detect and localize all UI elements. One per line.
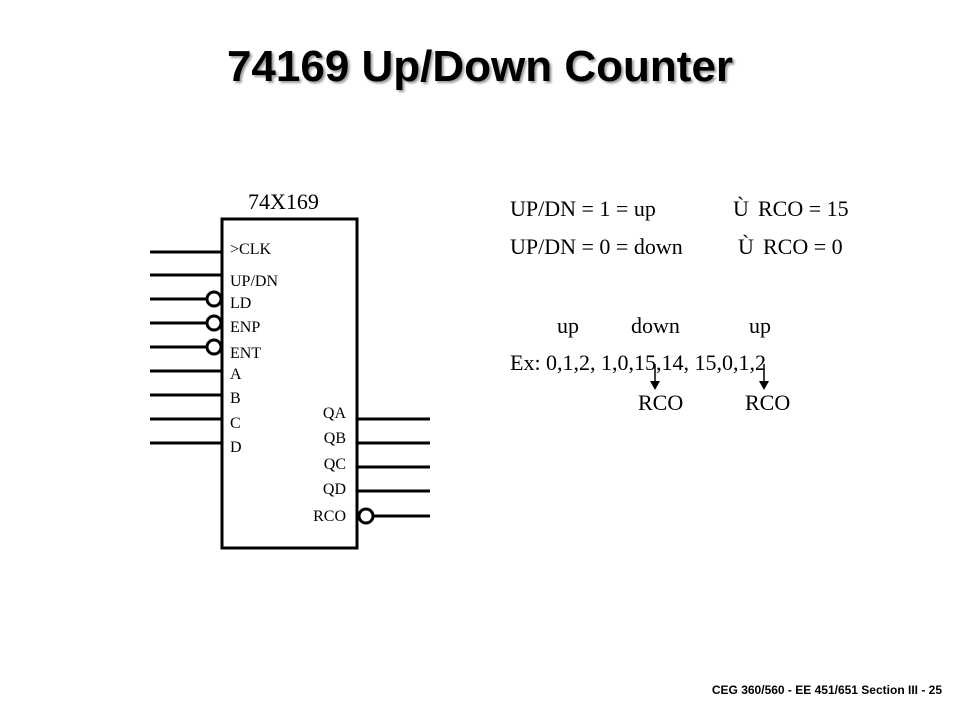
rco-label-2: RCO — [745, 390, 791, 415]
direction-up-2: up — [749, 313, 771, 338]
pin-label-qa: QA — [323, 405, 347, 422]
pin-label-updn: UP/DN — [230, 273, 278, 290]
pin-label-d: D — [230, 439, 242, 456]
slide-title: 74169 Up/Down Counter — [226, 42, 734, 91]
note-down-mode: UP/DN = 0 = down — [510, 234, 683, 259]
arrowhead-rco-1 — [650, 381, 660, 390]
pin-label-a: A — [230, 366, 242, 383]
pin-label-ld: LD — [230, 295, 251, 312]
pin-label-ent: ENT — [230, 345, 261, 362]
slide-footer: CEG 360/560 - EE 451/651 Section III - 2… — [711, 683, 942, 697]
pin-label-qb: QB — [324, 430, 346, 447]
pin-label-c: C — [230, 415, 241, 432]
implies-symbol-1: Ù — [733, 196, 749, 221]
note-rco-15: RCO = 15 — [758, 196, 849, 221]
pin-label-qd: QD — [323, 481, 346, 498]
pin-label-b: B — [230, 390, 241, 407]
chip-body — [220, 217, 359, 550]
pin-label-enp: ENP — [230, 319, 260, 336]
chip-name: 74X169 — [248, 189, 319, 214]
inversion-bubble-ent — [205, 338, 223, 356]
note-rco-0: RCO = 0 — [763, 234, 843, 259]
implies-symbol-2: Ù — [738, 234, 754, 259]
direction-up-1: up — [557, 313, 579, 338]
pin-label-rco: RCO — [313, 508, 346, 525]
pin-label-clk: >CLK — [230, 241, 271, 258]
example-sequence: Ex: 0,1,2, 1,0,15,14, 15,0,1,2 — [510, 350, 767, 375]
arrowhead-rco-2 — [759, 381, 769, 390]
inversion-bubble-rco — [357, 507, 375, 525]
note-up-mode: UP/DN = 1 = up — [510, 196, 656, 221]
inversion-bubble-enp — [205, 314, 223, 332]
rco-label-1: RCO — [638, 390, 684, 415]
direction-down: down — [631, 313, 680, 338]
inversion-bubble-ld — [205, 290, 223, 308]
pin-label-qc: QC — [324, 456, 346, 473]
